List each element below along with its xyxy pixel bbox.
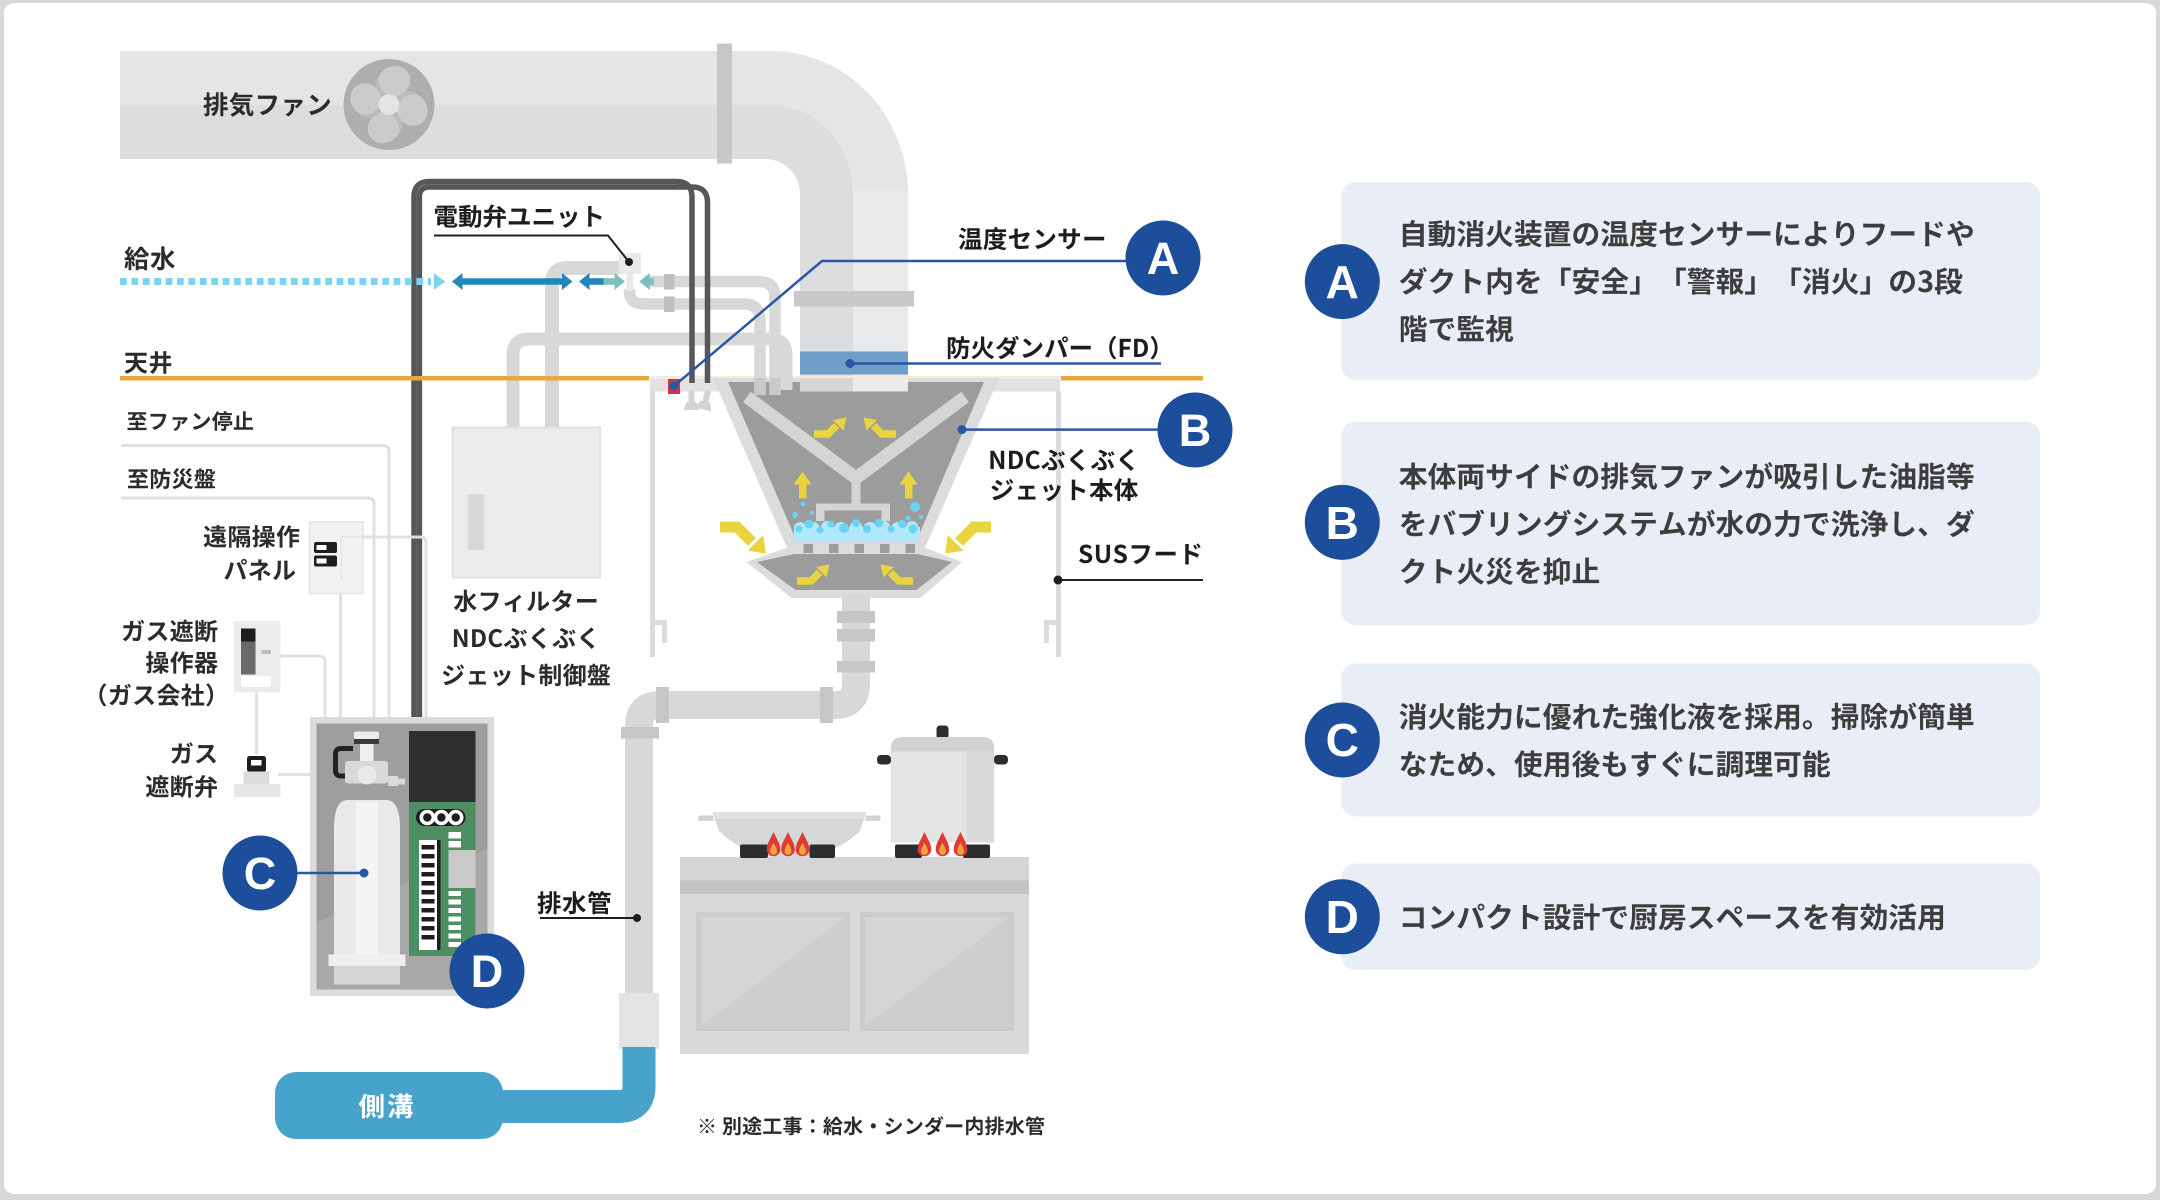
svg-text:B: B [1179, 405, 1212, 456]
svg-text:D: D [1326, 891, 1359, 943]
svg-text:D: D [471, 946, 504, 997]
svg-text:A: A [1326, 256, 1359, 308]
svg-text:A: A [1147, 233, 1180, 284]
svg-text:C: C [1326, 714, 1359, 766]
svg-text:C: C [244, 848, 277, 899]
svg-text:B: B [1326, 497, 1359, 549]
